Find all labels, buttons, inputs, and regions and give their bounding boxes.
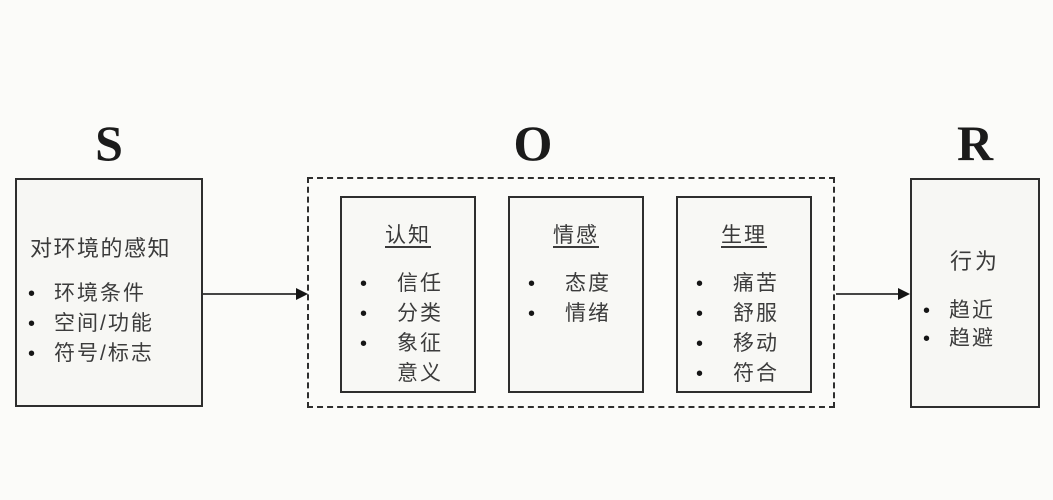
list-item: • 情绪: [510, 299, 642, 329]
list-item-text: 信任: [397, 272, 443, 295]
emotion-box: 情感 • 态度 • 情绪: [508, 196, 644, 393]
list-item-text: 趋避: [949, 327, 995, 350]
list-item: • 象征: [342, 329, 474, 359]
response-list: • 趋近 • 趋避: [912, 297, 1038, 353]
bullet-icon: •: [28, 343, 36, 365]
stimulus-list: • 环境条件 • 空间/功能 • 符号/标志: [17, 279, 201, 369]
arrow-s-to-o-head-icon: [296, 288, 308, 300]
list-item: • 环境条件: [17, 279, 201, 309]
bullet-icon: •: [528, 303, 536, 325]
bullet-icon: •: [28, 283, 36, 305]
list-item: • 舒服: [678, 299, 810, 329]
list-item-text: 象征: [397, 332, 443, 355]
list-item-text: 符号/标志: [54, 342, 154, 365]
bullet-icon: •: [28, 313, 36, 335]
response-box: 行为 • 趋近 • 趋避: [910, 178, 1040, 408]
cognition-list: • 信任 • 分类 • 象征 • 意义: [342, 269, 474, 389]
bullet-icon: •: [923, 300, 931, 322]
physiology-list: • 痛苦 • 舒服 • 移动 • 符合: [678, 269, 810, 389]
cognition-box: 认知 • 信任 • 分类 • 象征 • 意义: [340, 196, 476, 393]
bullet-icon: •: [360, 273, 368, 295]
physiology-box: 生理 • 痛苦 • 舒服 • 移动 • 符合: [676, 196, 812, 393]
list-item: • 符号/标志: [17, 339, 201, 369]
list-item: • 态度: [510, 269, 642, 299]
list-item-text: 空间/功能: [54, 312, 154, 335]
list-item-text: 痛苦: [733, 272, 779, 295]
bullet-icon: •: [696, 363, 704, 385]
list-item: • 痛苦: [678, 269, 810, 299]
bullet-icon: •: [696, 273, 704, 295]
list-item-text: 符合: [733, 362, 779, 385]
arrow-o-to-r-head-icon: [898, 288, 910, 300]
list-item: • 趋避: [912, 325, 1038, 353]
bullet-icon: •: [528, 273, 536, 295]
arrow-o-to-r-line: [836, 293, 900, 295]
emotion-title: 情感: [553, 224, 599, 247]
response-title: 行为: [949, 249, 1000, 274]
list-item-text: 情绪: [565, 302, 611, 325]
list-item-text: 态度: [565, 272, 611, 295]
list-item: • 空间/功能: [17, 309, 201, 339]
organism-letter: O: [513, 115, 553, 171]
physiology-title: 生理: [721, 224, 767, 247]
list-item: • 信任: [342, 269, 474, 299]
list-item: • 移动: [678, 329, 810, 359]
list-item-continuation: • 意义: [342, 359, 474, 389]
list-item: • 趋近: [912, 297, 1038, 325]
stimulus-box: 对环境的感知 • 环境条件 • 空间/功能 • 符号/标志: [15, 178, 203, 407]
list-item-text: 移动: [733, 332, 779, 355]
arrow-s-to-o-line: [203, 293, 299, 295]
list-item: • 分类: [342, 299, 474, 329]
list-item-text: 意义: [397, 362, 443, 385]
list-item-text: 环境条件: [54, 282, 146, 305]
organism-dashed-container: [307, 177, 835, 408]
list-item-text: 舒服: [733, 302, 779, 325]
cognition-title: 认知: [385, 224, 431, 247]
list-item-text: 趋近: [949, 299, 995, 322]
bullet-icon: •: [360, 333, 368, 355]
bullet-icon: •: [360, 303, 368, 325]
emotion-list: • 态度 • 情绪: [510, 269, 642, 329]
stimulus-title: 对环境的感知: [30, 236, 172, 261]
bullet-icon: •: [923, 328, 931, 350]
response-letter: R: [956, 115, 994, 171]
list-item-text: 分类: [397, 302, 443, 325]
bullet-icon: •: [696, 333, 704, 355]
list-item: • 符合: [678, 359, 810, 389]
bullet-icon: •: [696, 303, 704, 325]
stimulus-letter: S: [95, 115, 123, 171]
